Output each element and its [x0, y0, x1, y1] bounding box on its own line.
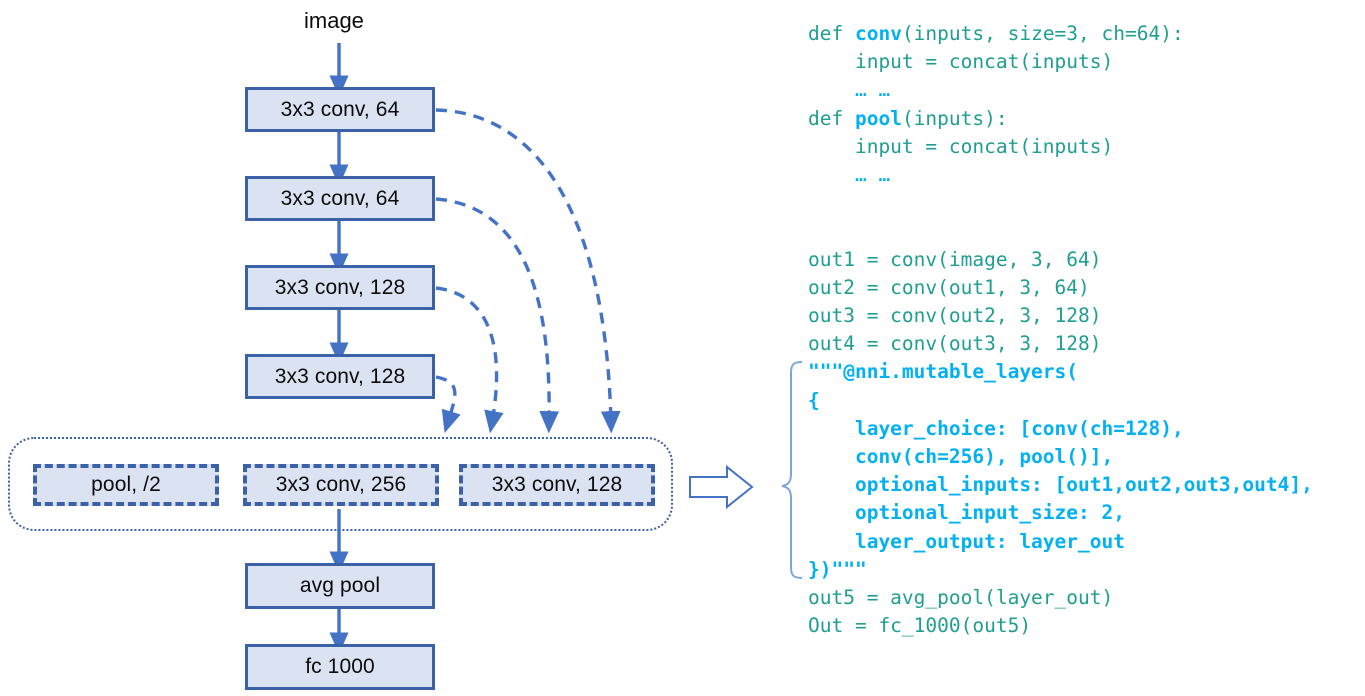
code-line: layer_output: layer_out — [808, 528, 1364, 556]
code-line: … … — [808, 161, 1364, 189]
node-conv2[interactable]: 3x3 conv, 64 — [245, 176, 435, 221]
curly-brace-right-icon — [781, 361, 803, 579]
node-conv1-label: 3x3 conv, 64 — [280, 97, 400, 121]
skip-connection-curves — [435, 108, 621, 434]
code-token: conv — [854, 22, 902, 45]
code-token: out2 = conv(out1, 3, 64) — [808, 275, 1090, 299]
code-line: out4 = conv(out3, 3, 128) — [808, 330, 1364, 358]
code-token: input = concat(inputs) — [808, 134, 1114, 158]
code-snippet-panel: def conv(inputs, size=3, ch=64): input =… — [808, 20, 1364, 640]
node-choice-pool-label: pool, /2 — [91, 473, 161, 496]
code-token: conv — [808, 445, 902, 469]
node-choice-conv256-label: 3x3 conv, 256 — [275, 473, 407, 496]
code-token: { — [808, 388, 820, 412]
code-token: })""" — [808, 557, 867, 581]
node-choice-conv256[interactable]: 3x3 conv, 256 — [243, 464, 439, 506]
node-avg-pool[interactable]: avg pool — [245, 563, 435, 609]
code-token: … … — [808, 78, 891, 102]
code-line: input = concat(inputs) — [808, 48, 1364, 76]
code-line: out3 = conv(out2, 3, 128) — [808, 302, 1364, 330]
code-token: optional_inputs: [out1,out2,out3,out4], — [808, 473, 1313, 497]
code-line: layer_choice: [conv(ch=128), — [808, 415, 1364, 443]
node-fc-1000-label: fc 1000 — [305, 655, 375, 678]
code-line: optional_inputs: [out1,out2,out3,out4], — [808, 471, 1364, 499]
code-line: def pool(inputs): — [808, 105, 1364, 133]
code-token: def — [808, 106, 855, 130]
code-token: pool — [1019, 445, 1067, 469]
code-token: optional_input_size: 2, — [808, 501, 1125, 525]
code-line: def conv(inputs, size=3, ch=64): — [808, 20, 1364, 48]
code-token: def — [808, 22, 855, 45]
input-label: image — [304, 8, 364, 33]
code-line: … … — [808, 76, 1364, 104]
node-conv3[interactable]: 3x3 conv, 128 — [245, 265, 435, 310]
code-token: out5 = avg_pool(layer_out) — [808, 586, 1114, 610]
skip-curve-conv4 — [435, 375, 461, 434]
node-choice-conv128[interactable]: 3x3 conv, 128 — [459, 464, 655, 506]
node-conv3-label: 3x3 conv, 128 — [274, 275, 406, 299]
code-line: conv(ch=256), pool()], — [808, 443, 1364, 471]
node-conv4[interactable]: 3x3 conv, 128 — [245, 354, 435, 399]
code-token: input = concat(inputs) — [808, 50, 1114, 74]
code-token: (ch=128), — [1078, 416, 1184, 440]
code-line: })""" — [808, 556, 1364, 584]
code-token: out3 = conv(out2, 3, 128) — [808, 304, 1102, 328]
code-token: (ch=256), — [901, 445, 1020, 469]
skip-curve-conv1 — [435, 108, 621, 434]
skip-curve-conv3 — [435, 286, 504, 434]
code-token: … … — [808, 163, 891, 187]
code-line: """@nni.mutable_layers( — [808, 358, 1364, 386]
code-line: { — [808, 387, 1364, 415]
code-token: (inputs, size=3, ch=64): — [901, 22, 1184, 45]
code-token: ()], — [1066, 445, 1114, 469]
code-line: out5 = avg_pool(layer_out) — [808, 584, 1364, 612]
node-choice-conv128-label: 3x3 conv, 128 — [491, 473, 623, 496]
code-line: out1 = conv(image, 3, 64) — [808, 246, 1364, 274]
node-conv1[interactable]: 3x3 conv, 64 — [245, 87, 435, 132]
code-line: Out = fc_1000(out5) — [808, 612, 1364, 640]
skip-curve-conv2 — [435, 197, 560, 434]
code-token: pool — [854, 106, 902, 130]
code-token: conv — [1031, 416, 1079, 440]
code-token: out4 = conv(out3, 3, 128) — [808, 332, 1102, 356]
code-token: """@nni.mutable_layers( — [808, 360, 1079, 384]
node-conv4-label: 3x3 conv, 128 — [274, 364, 406, 388]
code-token: (inputs): — [901, 106, 1008, 130]
node-fc-1000[interactable]: fc 1000 — [245, 644, 435, 690]
node-avg-pool-label: avg pool — [299, 574, 381, 597]
code-token: layer_choice: [ — [808, 416, 1032, 440]
code-token: layer_output: layer_out — [808, 529, 1125, 553]
code-line: input = concat(inputs) — [808, 133, 1364, 161]
node-conv2-label: 3x3 conv, 64 — [280, 186, 400, 210]
code-line: out2 = conv(out1, 3, 64) — [808, 274, 1364, 302]
block-arrow-right-icon — [689, 464, 754, 510]
code-line: optional_input_size: 2, — [808, 499, 1364, 527]
code-blank-line — [808, 217, 1364, 245]
code-blank-line — [808, 189, 1364, 217]
code-token: Out = fc_1000(out5) — [808, 614, 1032, 638]
node-choice-pool[interactable]: pool, /2 — [33, 464, 219, 506]
code-token: out1 = conv(image, 3, 64) — [808, 247, 1102, 271]
